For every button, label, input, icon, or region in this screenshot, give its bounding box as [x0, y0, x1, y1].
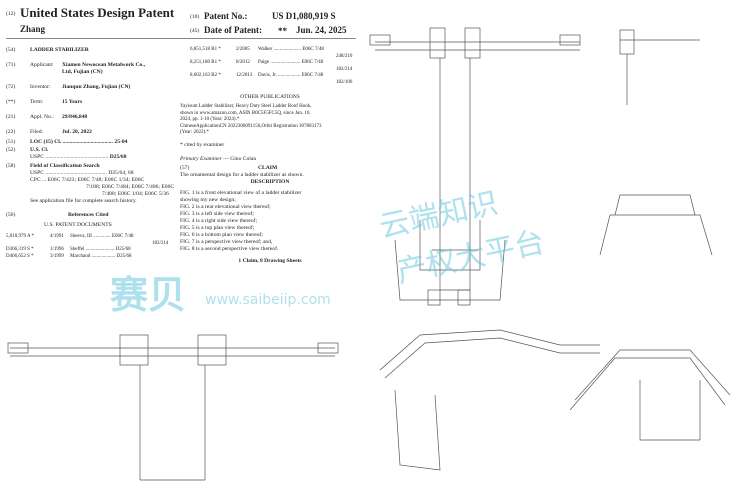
- reference-class: 248/210: [336, 53, 353, 59]
- design-title: LADDER STABILIZER: [30, 47, 89, 53]
- date-label: Date of Patent:: [204, 25, 262, 35]
- code: (**): [6, 99, 16, 105]
- description-line: FIG. 3 is a left side view thereof;: [180, 211, 254, 217]
- description-line: FIG. 4 is a right side view thereof;: [180, 218, 258, 224]
- watermark-logo: 赛贝: [110, 273, 187, 317]
- code: (22): [6, 129, 16, 135]
- description-line: showing my new design;: [180, 197, 236, 203]
- appl-no: 29/846,848: [62, 114, 88, 120]
- reference-class: 182/214: [152, 240, 169, 246]
- label: Filed:: [30, 129, 44, 135]
- cpc-line: 7/488; E06C 1/04; E06C 5/36: [102, 191, 169, 197]
- uspc-label: USPC ...................................…: [30, 154, 109, 160]
- label: Appl. No.:: [30, 114, 54, 120]
- code-10: (10): [190, 14, 200, 20]
- examiner-name: — Gino Colan: [221, 156, 257, 162]
- description-line: FIG. 1 is a front elevational view of a …: [180, 190, 302, 196]
- us-cl-label: U.S. Cl.: [30, 147, 49, 153]
- code: (57): [180, 165, 190, 171]
- search-note: See application file for complete search…: [30, 198, 137, 204]
- references-title: References Cited: [68, 212, 109, 218]
- header-rule: [6, 38, 356, 39]
- left-column: (54) LADDER STABILIZER (71) Applicant: Xiam…: [6, 47, 174, 260]
- references-subtitle: U.S. PATENT DOCUMENTS: [44, 222, 112, 228]
- description-line: FIG. 7 is a perspective view thereof; an…: [180, 239, 273, 245]
- code: (51): [6, 139, 16, 145]
- applicant: Xiamen Newocean Metalwork Co.,: [62, 62, 146, 68]
- description-line: FIG. 6 is a bottom plan view thereof;: [180, 232, 263, 238]
- inventor-surname: Zhang: [20, 24, 46, 34]
- publication-line: Yayisum Ladder Stabilizer, Heavy Duty St…: [180, 104, 312, 109]
- figure-front-view: [369, 27, 581, 291]
- field-label: Field of Classification Search: [30, 163, 100, 169]
- description-line: FIG. 5 is a top plan view thereof;: [180, 225, 255, 231]
- claim-text: The ornamental design for a ladder stabi…: [180, 172, 304, 178]
- reference-class: 182/214: [336, 66, 353, 72]
- publication-line: 2024, pp. 1-10 (Year: 2024).*: [180, 117, 240, 122]
- figure-perspective-1: [379, 329, 600, 471]
- watermark-url: www.saibeiip.com: [205, 292, 331, 308]
- date-mark: **: [278, 26, 287, 36]
- loc-label: LOC (15) Cl. ...........................…: [30, 139, 113, 145]
- code: (58): [6, 163, 16, 169]
- patent-number: US D1,080,919 S: [272, 11, 336, 21]
- inventor: Jianqun Zhang, Fujian (CN): [62, 84, 131, 90]
- drawing-summary: 1 Claim, 8 Drawing Sheets: [238, 258, 302, 264]
- code-12: (12): [6, 11, 16, 17]
- figure-side-view: [619, 29, 700, 105]
- other-publications-title: OTHER PUBLICATIONS: [240, 94, 300, 100]
- term: 15 Years: [62, 99, 83, 105]
- claim-title: CLAIM: [258, 165, 278, 171]
- code-45: (45): [190, 28, 200, 34]
- cpc-line: CPC ... E06C 7/423; E06C 7/48; E06C 1/34…: [30, 177, 145, 183]
- label: Applicant:: [30, 62, 54, 68]
- code: (52): [6, 147, 16, 153]
- patent-no-label: Patent No.:: [204, 11, 248, 21]
- label: Term:: [30, 99, 44, 105]
- description-line: FIG. 2 is a rear elevational view thereo…: [180, 204, 271, 210]
- examiner-label: Primary Examiner: [180, 156, 222, 162]
- description-line: FIG. 8 is a second perspective view ther…: [180, 246, 279, 252]
- cpc-line: 7/188; E06C 7/484; E06C 7/486; E06C: [86, 184, 175, 190]
- code: (21): [6, 114, 16, 120]
- filed-date: Jul. 20, 2022: [62, 129, 92, 135]
- applicant-location: Ltd, Fujian (CN): [62, 69, 103, 75]
- loc-value: 25-04: [114, 139, 128, 145]
- publications-and-claim: OTHER PUBLICATIONS Yayisum Ladder Stabil…: [180, 94, 360, 265]
- code: (56): [6, 212, 16, 218]
- figure-top-view: [394, 220, 506, 306]
- code: (71): [6, 62, 16, 68]
- date-of-patent: Jun. 24, 2025: [296, 25, 347, 35]
- document-title: United States Design Patent: [20, 5, 175, 20]
- publication-line: (Year: 2022).*: [180, 130, 209, 135]
- code: (72): [6, 84, 16, 90]
- publication-line: ChineseApplicationCN 2022306091156,Orbit…: [180, 123, 322, 129]
- code: (54): [6, 47, 16, 53]
- figure-perspective-2: [569, 349, 731, 441]
- cited-note: * cited by examiner: [180, 142, 225, 148]
- description-title: DESCRIPTION: [250, 179, 290, 185]
- figure-rear-view-wide: [7, 334, 339, 481]
- label: Inventor:: [30, 84, 51, 90]
- field-uspc: USPC ...................................…: [30, 170, 134, 176]
- reference-class: 182/106: [336, 79, 353, 85]
- figure-bottom-view: [599, 194, 713, 256]
- publication-line: shown in www.amazon.com, ASIN B0C5F5FC5Q…: [180, 110, 311, 116]
- uspc-value: D25/68: [109, 154, 127, 160]
